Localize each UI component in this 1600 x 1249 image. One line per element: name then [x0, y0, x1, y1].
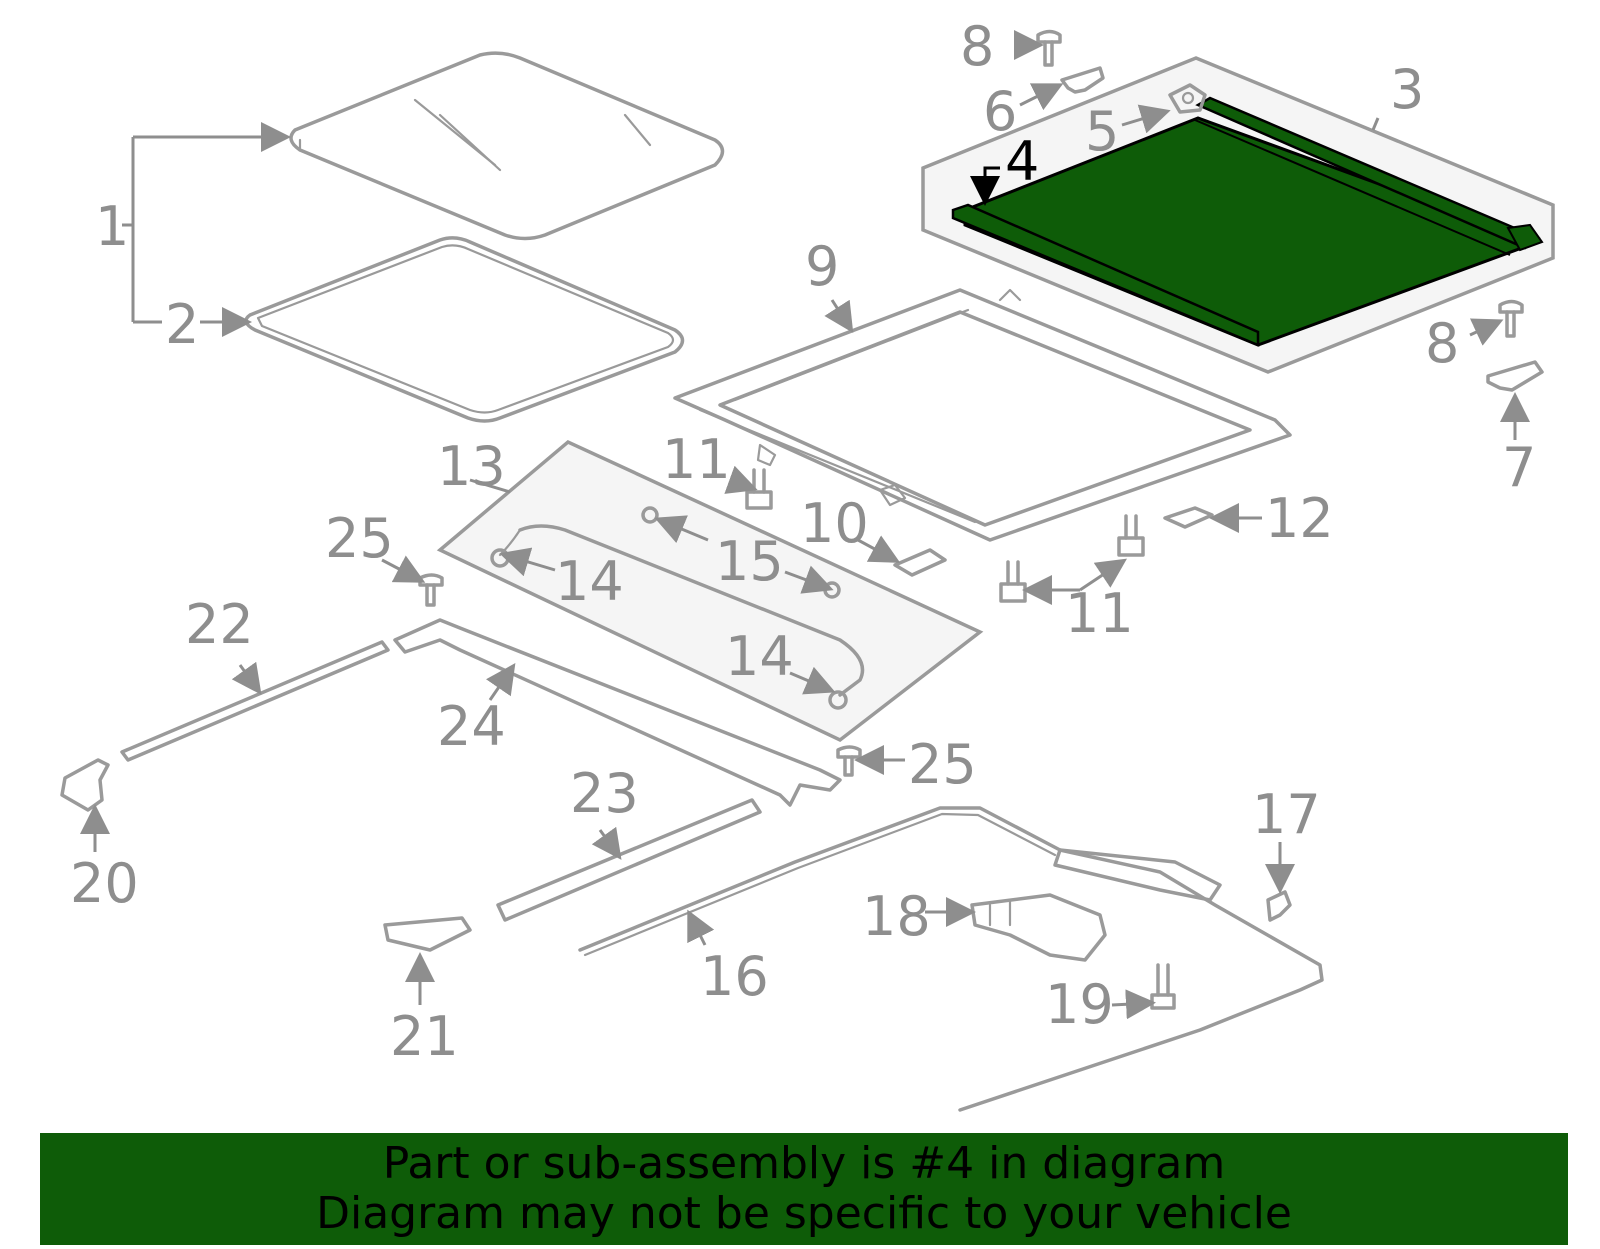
callout-1: 1: [95, 195, 129, 258]
callout-18: 18: [862, 885, 931, 948]
leader-3: [1371, 117, 1380, 131]
callout-14-upper: 14: [555, 550, 624, 613]
callout-16: 16: [700, 945, 769, 1008]
leader-22: [231, 661, 262, 695]
leader-9: [824, 299, 854, 334]
deflector-22: [120, 640, 390, 762]
clip-5: [1168, 83, 1207, 114]
leader-23: [591, 826, 622, 860]
screw-19: [1150, 963, 1176, 1010]
callout-25-bottom: 25: [908, 733, 977, 796]
leader-14b: [789, 666, 836, 695]
clip-6: [1060, 66, 1105, 94]
leader-5: [1121, 104, 1171, 134]
callout-6: 6: [983, 80, 1017, 143]
clip-17: [1266, 890, 1292, 922]
bracket-20: [60, 758, 110, 812]
callout-10: 10: [800, 492, 869, 555]
screw-25-bottom: [836, 745, 862, 777]
callout-8-top: 8: [960, 15, 994, 78]
leader-11a: [724, 465, 758, 494]
leader-25a: [381, 555, 426, 583]
leader-4: [970, 166, 1000, 206]
leader-6: [1019, 83, 1064, 111]
callout-5: 5: [1085, 100, 1119, 163]
glass-panel: [289, 51, 725, 241]
bolt-11-left: [999, 560, 1027, 603]
leader-14a: [499, 547, 556, 577]
callout-9: 9: [805, 235, 839, 298]
callout-1-bracket: [122, 122, 291, 337]
leader-15b: [784, 565, 834, 594]
strip-23: [496, 798, 762, 922]
callout-20: 20: [70, 852, 139, 915]
callout-11-bottom: 11: [1065, 582, 1134, 645]
callout-25-top: 25: [325, 507, 394, 570]
leader-16: [687, 909, 715, 946]
callout-19: 19: [1045, 973, 1114, 1036]
info-banner: Part or sub-assembly is #4 in diagram Di…: [40, 1133, 1568, 1245]
callout-14-lower: 14: [725, 625, 794, 688]
clip-7: [1486, 360, 1544, 392]
callout-22: 22: [185, 593, 254, 656]
motor-18: [970, 893, 1107, 962]
callout-23: 23: [570, 762, 639, 825]
callout-12: 12: [1265, 487, 1334, 550]
pad-12: [1163, 506, 1214, 529]
callout-2: 2: [165, 293, 199, 356]
callout-17: 17: [1252, 783, 1321, 846]
rail-24: [393, 618, 842, 807]
callout-4: 4: [1005, 130, 1039, 193]
sunroof-frame: [673, 288, 1292, 542]
screw-8-top: [1036, 29, 1062, 67]
cable-16: [578, 806, 1324, 1112]
callout-8-right: 8: [1425, 312, 1459, 375]
callout-3: 3: [1390, 58, 1424, 121]
leader-11b: [1079, 558, 1127, 592]
callout-15: 15: [715, 530, 784, 593]
callout-11-top: 11: [662, 428, 731, 491]
leader-24: [486, 663, 516, 701]
pad-10: [893, 548, 947, 577]
callout-21: 21: [390, 1005, 459, 1068]
callout-7: 7: [1502, 436, 1536, 499]
sunshade-highlighted: [951, 96, 1544, 347]
glass-seal: [244, 236, 685, 423]
leader-19: [1111, 989, 1156, 1020]
leader-8b: [1469, 318, 1504, 346]
callout-24: 24: [437, 695, 506, 758]
leader-10: [857, 535, 901, 563]
leader-15a: [654, 515, 709, 544]
screw-25-top: [418, 573, 444, 607]
bolt-11-right: [1117, 514, 1145, 557]
leader-13: [469, 478, 511, 494]
screw-8-right: [1498, 299, 1524, 338]
banner-line-2: Diagram may not be specific to your vehi…: [316, 1188, 1292, 1239]
bracket-21: [383, 916, 472, 952]
banner-line-1: Part or sub-assembly is #4 in diagram: [382, 1138, 1226, 1189]
callout-13: 13: [437, 435, 506, 498]
